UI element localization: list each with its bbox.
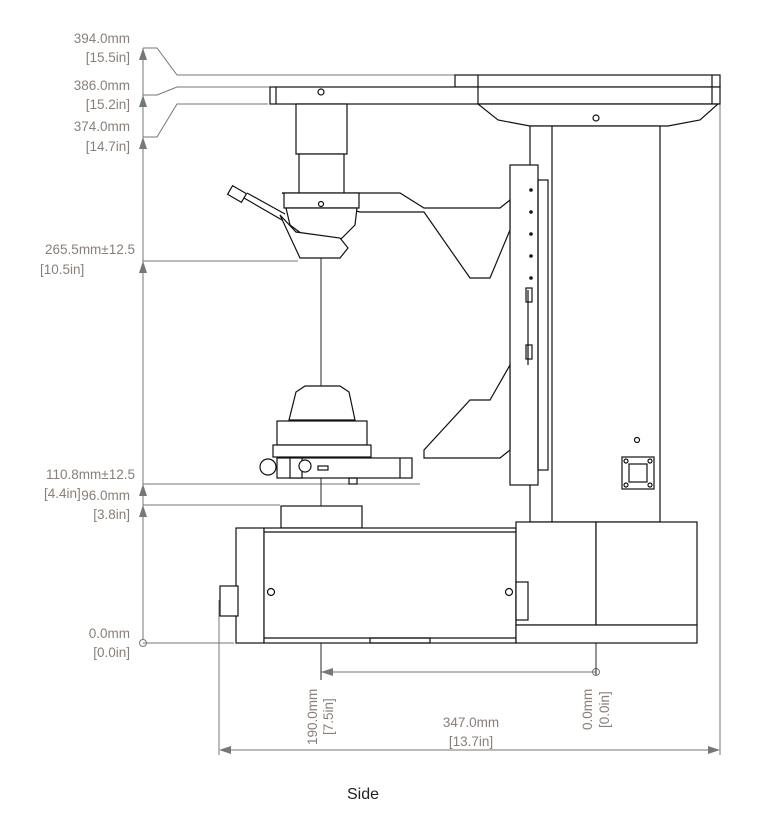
dim-190-mm: 190.0mm xyxy=(305,689,320,745)
dim-394-mm: 394.0mm xyxy=(74,31,130,46)
dim-96-mm: 96.0mm xyxy=(81,488,130,503)
connector-port xyxy=(621,456,655,490)
view-label: Side xyxy=(347,786,379,803)
dim-347-in: [13.7in] xyxy=(449,734,493,749)
dim-0-mm: 0.0mm xyxy=(89,626,130,641)
focus-rail xyxy=(509,164,549,486)
dim-265-mm: 265.5mm±12.5 xyxy=(45,242,135,257)
dim-110-mm: 110.8mm±12.5 xyxy=(46,467,135,482)
dim-265-in: [10.5in] xyxy=(40,262,84,277)
base-unit xyxy=(219,505,698,644)
vertical-dimension-line xyxy=(139,47,455,647)
dim-347-mm: 347.0mm xyxy=(443,715,499,730)
dim-0-h-mm: 0.0mm xyxy=(580,689,595,730)
horizontal-dimension-labels: 190.0mm [7.5in] 0.0mm [0.0in] 347.0mm [1… xyxy=(305,689,612,749)
vertical-dimension-labels: 394.0mm [15.5in] 386.0mm [15.2in] 374.0m… xyxy=(40,31,135,660)
dim-386-mm: 386.0mm xyxy=(74,78,130,93)
dim-96-in: [3.8in] xyxy=(93,507,130,522)
stage-assembly xyxy=(259,362,511,485)
dim-386-in: [15.2in] xyxy=(86,97,130,112)
top-plate xyxy=(269,74,721,127)
objective-head xyxy=(226,103,511,279)
dim-374-mm: 374.0mm xyxy=(74,119,130,134)
dim-0-in: [0.0in] xyxy=(93,645,130,660)
dim-190-in: [7.5in] xyxy=(321,698,336,735)
dim-0-h-in: [0.0in] xyxy=(597,691,612,728)
horizontal-dimension-lines xyxy=(218,104,721,755)
dim-110-in: [4.4in] xyxy=(44,486,81,501)
dim-394-in: [15.5in] xyxy=(86,50,130,65)
dim-374-in: [14.7in] xyxy=(86,139,130,154)
